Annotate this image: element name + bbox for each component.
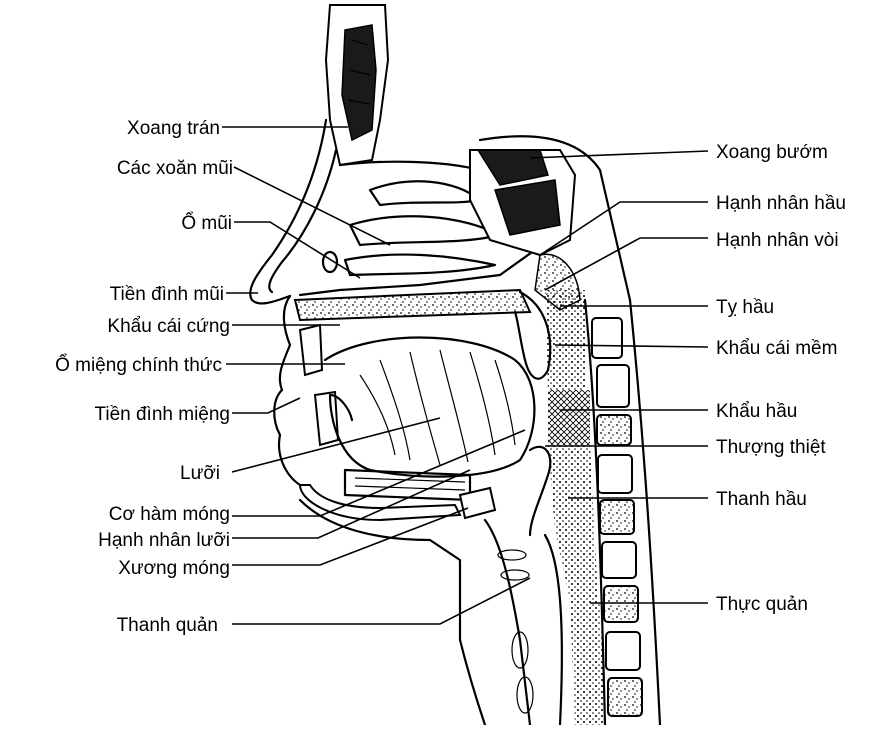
tongue <box>325 338 534 477</box>
nasal-conchae <box>370 181 480 205</box>
label-o-mui: Ổ mũi <box>181 212 232 234</box>
label-tien-dinh-mieng: Tiền đình miệng <box>94 404 230 425</box>
label-khau-cai-cung: Khẩu cái cứng <box>107 316 230 337</box>
upper-lip <box>280 296 290 390</box>
labels-right: Xoang bướm Hạnh nhân hầu Hạnh nhân vòi T… <box>716 142 846 615</box>
nasopharynx <box>545 290 585 390</box>
label-thuong-thiet: Thượng thiệt <box>716 437 826 458</box>
label-xoang-tran: Xoang trán <box>127 118 220 139</box>
laryngopharynx <box>548 445 598 600</box>
labels-left: Xoang trán Các xoăn mũi Ổ mũi Tiền đình … <box>55 118 233 636</box>
esophagus <box>570 600 605 725</box>
label-luoi: Lưỡi <box>180 463 220 484</box>
epiglottis <box>530 447 550 535</box>
label-thanh-quan: Thanh quản <box>117 615 218 636</box>
label-khau-cai-mem: Khẩu cái mềm <box>716 338 837 359</box>
label-ty-hau: Tỵ hầu <box>716 297 774 318</box>
label-hanh-nhan-luoi: Hạnh nhân lưỡi <box>98 530 230 551</box>
hyoid-bone <box>460 488 495 518</box>
label-xuong-mong: Xương móng <box>118 558 230 579</box>
label-cac-xoan-mui: Các xoăn mũi <box>117 158 233 179</box>
label-co-ham-mong: Cơ hàm móng <box>109 504 230 525</box>
label-thuc-quan: Thực quản <box>716 594 808 615</box>
label-o-mieng-chinh-thuc: Ổ miệng chính thức <box>55 354 222 376</box>
label-xoang-buom: Xoang bướm <box>716 142 828 163</box>
hard-palate <box>295 290 530 320</box>
label-tien-dinh-mui: Tiền đình mũi <box>110 284 224 305</box>
label-hanh-nhan-voi: Hạnh nhân vòi <box>716 230 839 251</box>
oropharynx <box>548 390 590 445</box>
label-hanh-nhan-hau: Hạnh nhân hầu <box>716 193 846 214</box>
label-khau-hau: Khẩu hầu <box>716 401 797 422</box>
label-thanh-hau: Thanh hầu <box>716 489 807 510</box>
